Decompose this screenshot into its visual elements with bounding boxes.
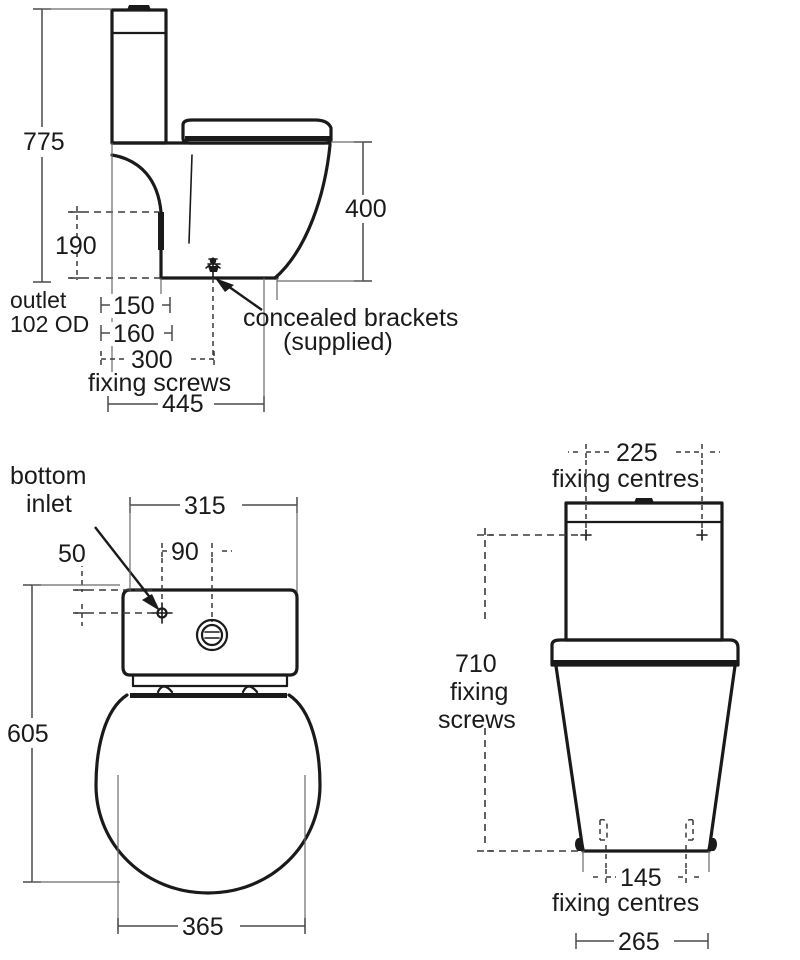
flush-button-front <box>634 498 654 503</box>
brackets-note-line1: concealed brackets <box>243 304 458 332</box>
dim-190: 190 <box>55 206 160 280</box>
front-elevation-geometry <box>550 498 740 853</box>
note-bottom-inlet: bottom inlet <box>10 462 160 611</box>
hidden-fixing-right <box>685 818 694 841</box>
seat-front-shadow <box>551 660 739 666</box>
dim-445-label: 445 <box>162 390 204 418</box>
hidden-fixing-left <box>599 818 608 841</box>
dim-710-note-line1: fixing <box>450 678 508 706</box>
side-elevation-geometry <box>110 5 333 280</box>
dim-365-label: 365 <box>182 913 224 941</box>
flush-valve-plan <box>195 618 229 652</box>
dim-775: 775 <box>12 8 112 283</box>
bottom-inlet-line2: inlet <box>26 490 72 518</box>
flush-button-side <box>127 5 151 10</box>
dim-160: 160 <box>100 320 173 348</box>
dim-225-fixing-centres: 225 fixing centres <box>552 439 720 535</box>
cistern-side-outline <box>110 8 168 145</box>
cistern-plan-outline <box>121 588 299 677</box>
pan-interior-line <box>188 154 193 244</box>
dim-315: 315 <box>129 492 298 592</box>
seat-plan-outline <box>94 693 322 895</box>
dim-605: 605 <box>4 584 120 883</box>
dim-265-label: 265 <box>618 928 660 956</box>
seat-lid-side <box>181 118 333 145</box>
cistern-fixing-screws <box>580 529 708 541</box>
dim-315-label: 315 <box>184 492 226 520</box>
seat-hinge-bar <box>130 693 287 698</box>
dim-145-fixing-centres: 145 fixing centres <box>552 845 702 917</box>
pan-outlet-wall <box>158 212 164 250</box>
dim-300-label: 300 <box>131 346 173 374</box>
front-elevation-view: 225 fixing centres 710 fixing screws <box>438 439 740 956</box>
note-concealed-brackets: concealed brackets (supplied) <box>215 278 458 356</box>
outlet-note-line2: 102 OD <box>10 311 89 337</box>
dim-775-label: 775 <box>23 128 65 156</box>
dim-90-label: 90 <box>171 538 199 566</box>
dim-150: 150 <box>100 292 171 320</box>
pan-front-sides <box>554 664 737 853</box>
dim-50: 50 <box>55 540 158 626</box>
dim-710-fixing-screws: 710 fixing screws <box>438 528 585 852</box>
seat-front-block <box>550 638 740 667</box>
outlet-note-line1: outlet <box>10 287 67 313</box>
dim-710-note-line2: screws <box>438 706 516 734</box>
dim-50-label: 50 <box>58 540 86 568</box>
concealed-bracket-symbol <box>205 257 221 279</box>
dim-400-label: 400 <box>345 195 387 223</box>
dim-265: 265 <box>575 851 710 956</box>
dim-300: 300 fixing screws <box>88 278 231 397</box>
bottom-inlet-line1: bottom <box>10 462 86 490</box>
seat-hinge-left <box>156 685 174 694</box>
dim-90: 90 <box>161 538 232 622</box>
dim-145-label: 145 <box>620 864 662 892</box>
dim-190-label: 190 <box>55 232 97 260</box>
dim-710-label: 710 <box>455 650 497 678</box>
plan-view: bottom inlet 315 90 <box>4 462 322 941</box>
top-fixing-centres-note: fixing centres <box>552 465 699 493</box>
cistern-front-outline <box>564 501 724 642</box>
dim-400: 400 <box>277 141 392 282</box>
dim-445: 445 <box>107 390 265 418</box>
cistern-pan-link <box>131 673 289 688</box>
plan-view-geometry <box>94 588 322 895</box>
pan-front-profile <box>273 143 332 280</box>
note-outlet: outlet 102 OD <box>10 287 89 337</box>
dim-150-label: 150 <box>113 292 155 320</box>
seat-hinge-right <box>241 685 259 694</box>
floor-fixing-centres-note: fixing centres <box>552 889 699 917</box>
seat-shadow-side <box>185 136 330 141</box>
dim-605-label: 605 <box>7 720 49 748</box>
pan-rear-profile <box>110 153 163 280</box>
foot-left <box>575 838 585 851</box>
brackets-note-line2: (supplied) <box>283 328 393 356</box>
side-elevation-view: 775 190 outlet 102 OD 400 <box>10 5 458 418</box>
dim-160-label: 160 <box>113 320 155 348</box>
dim-225-label: 225 <box>616 439 658 467</box>
bottom-inlet-symbol <box>151 602 173 624</box>
dim-365: 365 <box>117 775 306 941</box>
foot-right <box>707 838 717 851</box>
